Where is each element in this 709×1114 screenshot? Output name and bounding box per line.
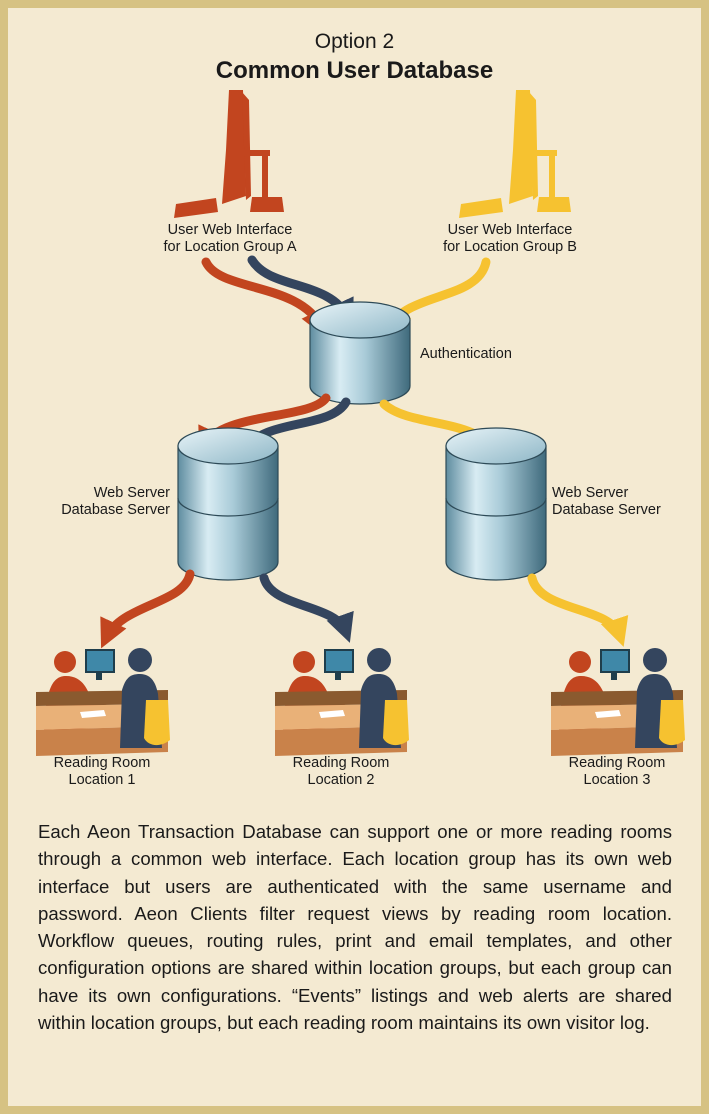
web-interface-a-label: User Web Interface for Location Group A: [163, 222, 297, 255]
right-server-cylinder: [445, 427, 547, 581]
authentication-label: Authentication: [420, 346, 512, 362]
diagram-title: Common User Database: [215, 57, 494, 84]
description-paragraph: Each Aeon Transaction Database can suppo…: [38, 821, 672, 1034]
reading-room-1-label: Reading Room Location 1: [53, 755, 151, 788]
authentication-cylinder: [309, 301, 411, 405]
option-label: Option 2: [314, 30, 395, 53]
reading-room-2-label: Reading Room Location 2: [292, 755, 390, 788]
left-server-label: Web Server Database Server: [61, 485, 170, 518]
reading-room-1-icon: [36, 648, 170, 756]
monitor-icon-group-b: [459, 90, 571, 218]
arrow-left-server-to-room1: [100, 569, 195, 649]
network-diagram: [36, 90, 685, 756]
arrow-right-server-to-room3: [527, 573, 629, 647]
reading-room-3-icon: [551, 648, 685, 756]
arrow-left-server-to-room2: [259, 573, 354, 643]
right-server-label: Web Server Database Server: [552, 485, 661, 518]
reading-room-2-icon: [275, 648, 409, 756]
monitor-icon-group-a: [174, 90, 284, 218]
reading-room-3-label: Reading Room Location 3: [568, 755, 666, 788]
left-server-cylinder: [177, 427, 279, 581]
web-interface-b-label: User Web Interface for Location Group B: [443, 222, 577, 255]
